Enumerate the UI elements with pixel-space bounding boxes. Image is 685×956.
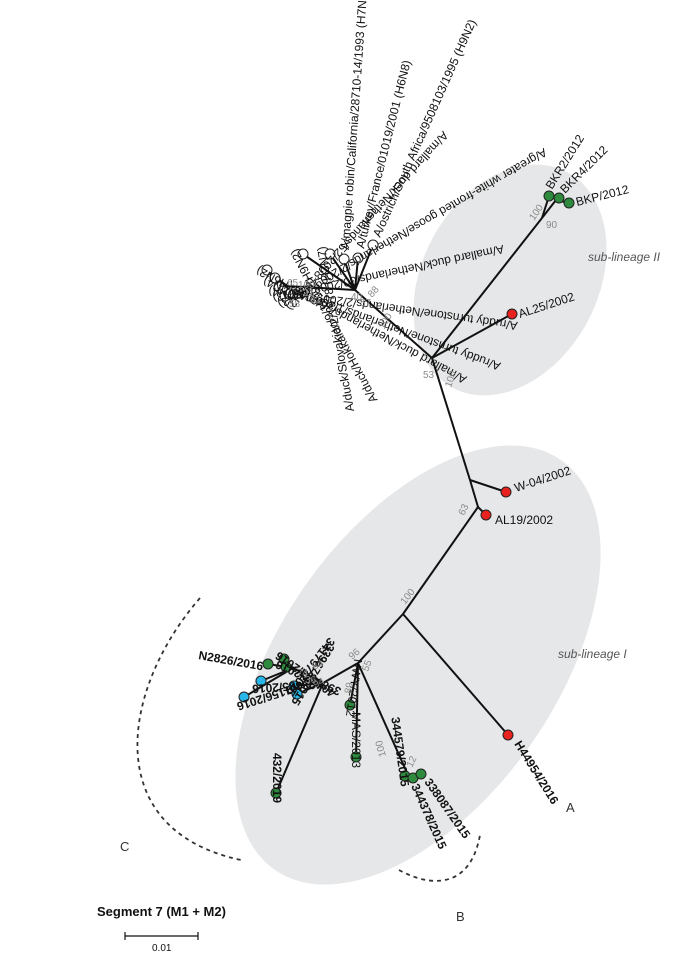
sl2-al25-branch xyxy=(431,313,513,359)
clade-b-label: B xyxy=(456,909,465,924)
sub-lineage-1-ellipse xyxy=(235,445,601,885)
leaf-marker-h44954 xyxy=(502,729,514,741)
sl1-inner-branch xyxy=(322,662,359,684)
leaf-label-h44954: H44954/2016 xyxy=(511,738,561,807)
sl1-401156-branch xyxy=(243,667,294,698)
leaf-marker-bkr4 xyxy=(553,192,565,204)
leaf-label-402385: 402385/2016 xyxy=(251,677,322,696)
bootstrap-out-d: 65 xyxy=(287,278,299,289)
bootstrap-sl1-94: 94 xyxy=(312,676,327,691)
outgroup-nl-branch xyxy=(286,285,356,291)
sl1-2016-branch xyxy=(292,667,324,684)
bootstrap-out-c: 57 xyxy=(360,298,372,309)
leaf-marker-n2826 xyxy=(262,658,274,670)
sl1-mas-branch xyxy=(355,662,359,758)
leaf-marker-bkr2 xyxy=(543,190,555,202)
sub-lineage-2-ellipse xyxy=(413,164,607,396)
clade-c-bracket xyxy=(136,597,242,861)
bootstrap-sl1-74: 74 xyxy=(297,668,309,679)
outgroup-slovakia-branch xyxy=(329,253,356,291)
leaf-label-432: 432/2019 xyxy=(270,753,284,803)
outgroup-hokkaido-branch xyxy=(302,253,356,291)
leaf-marker-401156 xyxy=(238,691,250,703)
sl1-h44954-branch xyxy=(402,613,509,736)
figure-title: Segment 7 (M1 + M2) xyxy=(97,904,226,919)
bootstrap-sl1-100b: 100 xyxy=(374,739,389,758)
leaf-label-mas: MAS/2013 xyxy=(349,712,363,768)
leaf-marker-bkp xyxy=(563,197,575,209)
bootstrap-sl1-w04: 63 xyxy=(457,502,472,517)
bootstrap-out-stem: 53 xyxy=(423,370,435,381)
leaf-marker-al25 xyxy=(506,308,518,320)
bootstrap-out-g: 58 xyxy=(289,299,301,310)
leaf-label-n2826: N2826/2016 xyxy=(197,648,264,673)
sl1-2015-branch xyxy=(357,662,409,776)
leaf-marker-mas xyxy=(350,751,362,763)
sl2-bkr-inner-branch xyxy=(541,199,557,219)
sl1-main-branch xyxy=(357,613,404,664)
leaf-label-al19: AL19/2002 xyxy=(495,513,553,527)
leaf-marker-hokkaido xyxy=(297,248,309,260)
bootstrap-sl1-55: 55 xyxy=(360,658,374,673)
leaf-marker-nwy xyxy=(344,699,356,711)
leaf-marker-magpie xyxy=(338,253,350,265)
outgroup-ostrich-branch xyxy=(354,244,374,291)
clade-a-label: A xyxy=(566,800,575,815)
bootstrap-sl2-al25: 100 xyxy=(443,369,459,389)
leaf-marker-398997 xyxy=(280,661,292,673)
bootstrap-sl1-12: 12 xyxy=(405,754,420,769)
leaf-marker-w04 xyxy=(500,486,512,498)
bootstrap-out-h: 61 xyxy=(310,295,322,306)
bootstrap-sl1-84: 84 xyxy=(311,658,326,673)
leaf-marker-rt-1 xyxy=(269,272,281,284)
bootstrap-sl1-36: 36 xyxy=(305,675,317,686)
backbone-branch-mid xyxy=(469,479,479,508)
leaf-marker-338087 xyxy=(415,768,427,780)
backbone-branch-lower xyxy=(402,506,479,615)
sub-lineage-2-label: sub-lineage II xyxy=(588,250,661,264)
leaf-marker-ostrich xyxy=(367,239,379,251)
leaf-marker-nl-28 xyxy=(261,264,273,276)
clade-c-label: C xyxy=(120,839,129,854)
leaf-marker-al19 xyxy=(480,509,492,521)
clade-b-bracket xyxy=(398,834,481,882)
bootstrap-out-e: 100 xyxy=(298,280,315,291)
leaf-markers xyxy=(238,190,575,799)
bootstrap-out-b: 40 xyxy=(351,292,363,303)
bootstrap-out-f: 21 xyxy=(303,288,315,299)
sl2-bkr-branch xyxy=(431,217,543,359)
sl1-w04-branch xyxy=(469,479,507,493)
leaf-marker-turkey xyxy=(352,252,364,264)
leaf-marker-402385 xyxy=(255,675,267,687)
sl1-nwy-branch xyxy=(349,662,359,706)
leaf-marker-nl-52 xyxy=(284,288,296,300)
scale-bar-label: 0.01 xyxy=(152,943,172,954)
leaf-marker-slovakia xyxy=(324,248,336,260)
bootstrap-sl1-89: 89 xyxy=(343,681,356,694)
outgroup-stem xyxy=(354,289,433,359)
leaf-marker-339678 xyxy=(291,688,303,700)
sub-lineage-1-label: sub-lineage I xyxy=(558,647,627,661)
backbone-branch-upper xyxy=(431,357,471,481)
leaf-marker-432 xyxy=(270,787,282,799)
sl1-432-branch xyxy=(275,682,324,794)
bootstrap-sl2-bkr: 90 xyxy=(546,220,558,231)
